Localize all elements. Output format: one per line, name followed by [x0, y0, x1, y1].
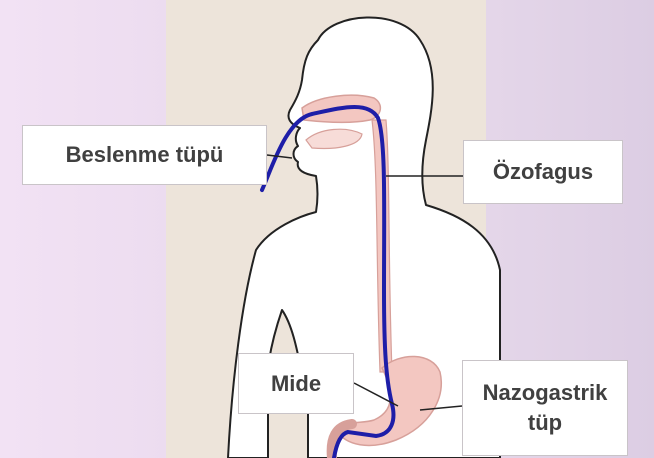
feeding-tube-label-text: Beslenme tüpü — [66, 140, 224, 170]
esophagus-label-text: Özofagus — [493, 157, 593, 187]
stomach-label-text: Mide — [271, 369, 321, 399]
stomach-label: Mide — [238, 353, 354, 414]
esophagus-label: Özofagus — [463, 140, 623, 204]
nasogastric-tube-label-line1: Nazogastrik — [483, 378, 608, 408]
nasogastric-tube-label: Nazogastrik tüp — [462, 360, 628, 456]
feeding-tube-label: Beslenme tüpü — [22, 125, 267, 185]
nasogastric-tube-label-line2: tüp — [528, 408, 562, 438]
